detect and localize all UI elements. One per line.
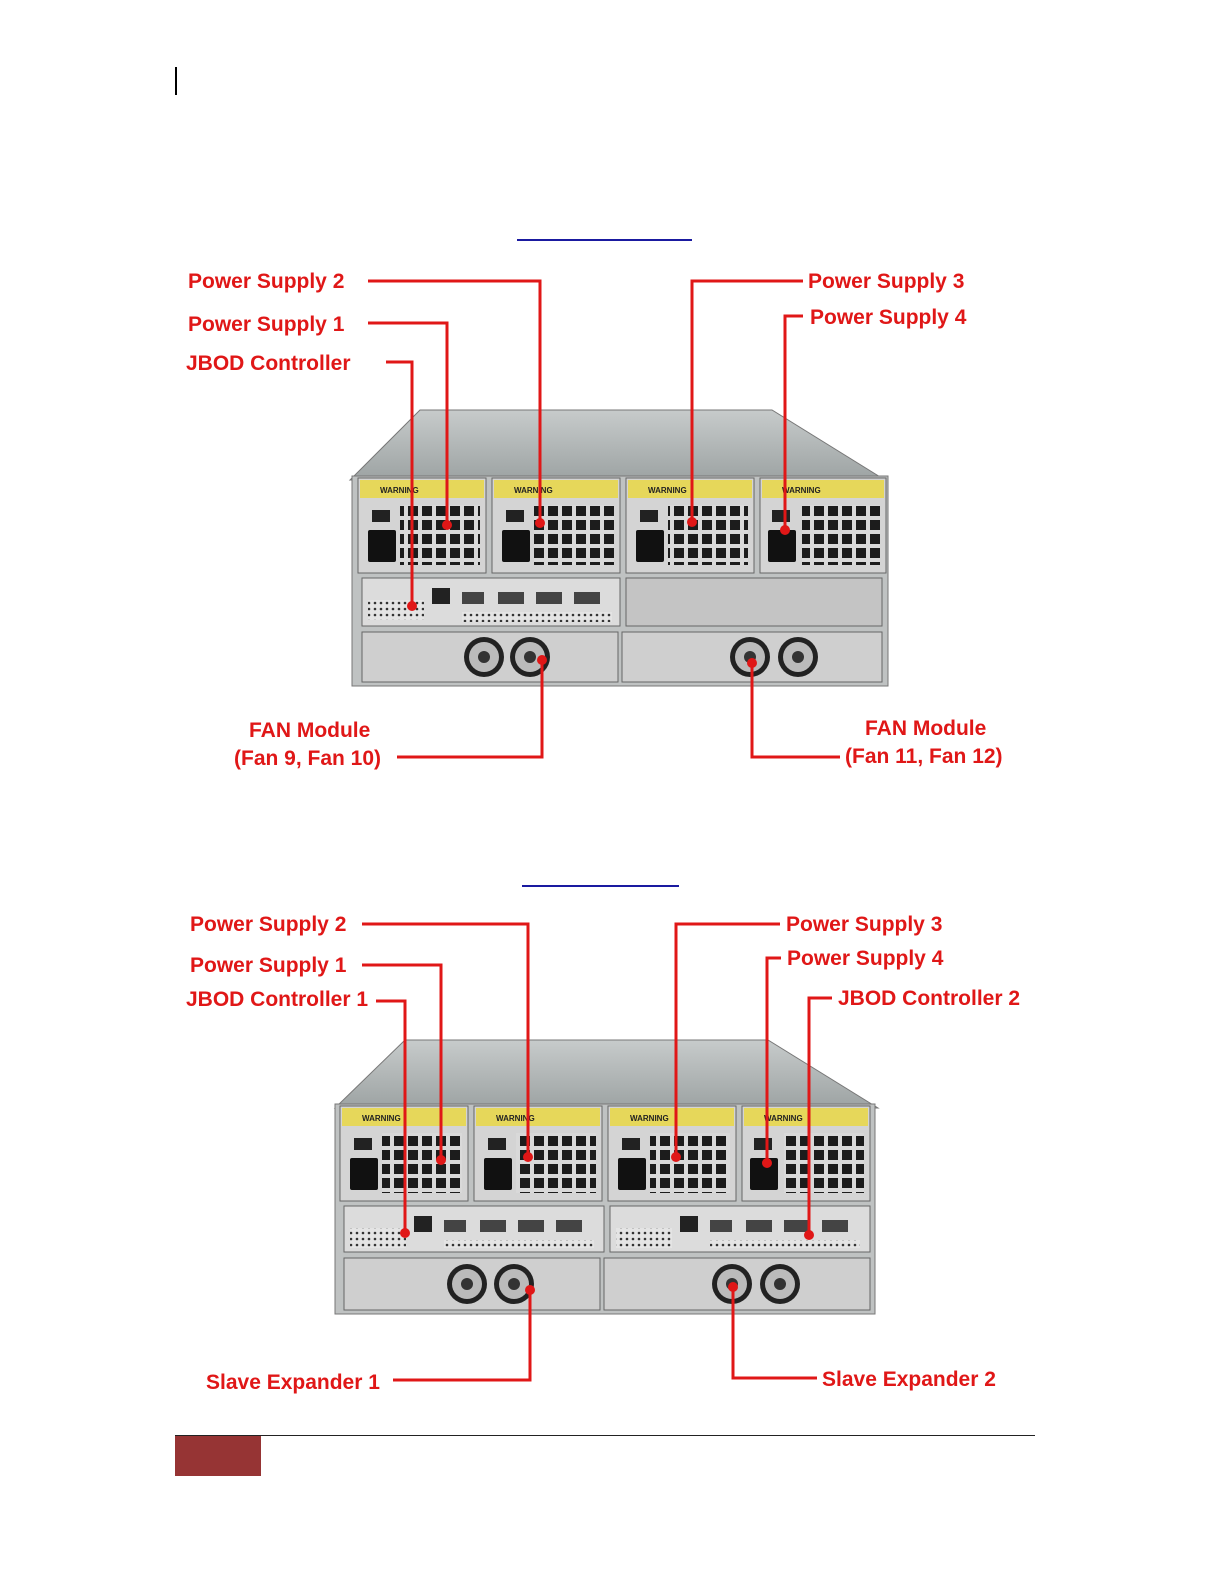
warning-label: WARNING bbox=[648, 486, 687, 495]
blank-controller-slot bbox=[625, 577, 883, 627]
label-power-supply-4: Power Supply 4 bbox=[810, 306, 967, 329]
fan-module-left bbox=[361, 631, 619, 683]
label-power-supply-4: Power Supply 4 bbox=[787, 947, 944, 970]
psu-3: WARNING bbox=[625, 477, 755, 574]
jbod-controller-1-module bbox=[343, 1205, 605, 1253]
header-rule bbox=[175, 67, 177, 95]
callout-lines bbox=[368, 279, 840, 759]
label-fan-module-left: FAN Module bbox=[249, 719, 370, 742]
label-power-supply-1: Power Supply 1 bbox=[190, 954, 347, 977]
label-power-supply-2: Power Supply 2 bbox=[188, 270, 344, 293]
label-slave-expander-1: Slave Expander 1 bbox=[206, 1371, 380, 1394]
slave-expander-1-module bbox=[343, 1257, 601, 1311]
label-power-supply-3: Power Supply 3 bbox=[808, 270, 964, 293]
psu-1: WARNING bbox=[357, 477, 487, 574]
warning-label: WARNING bbox=[496, 1114, 535, 1123]
jbod-controller-module bbox=[361, 577, 621, 627]
label-power-supply-3: Power Supply 3 bbox=[786, 913, 942, 936]
psu-3: WARNING bbox=[607, 1105, 737, 1202]
jbod-controller-2-module bbox=[609, 1205, 871, 1253]
footer-rule bbox=[175, 1435, 1035, 1436]
figure-1-rear-view: WARNING WARNING WARNING WARNING bbox=[186, 270, 1003, 770]
chassis-top bbox=[348, 409, 887, 481]
label-slave-expander-2: Slave Expander 2 bbox=[822, 1368, 996, 1391]
label-power-supply-1: Power Supply 1 bbox=[188, 313, 345, 336]
psu-4: WARNING bbox=[741, 1105, 871, 1202]
label-fan-module-right-fans: (Fan 11, Fan 12) bbox=[845, 745, 1003, 768]
psu-4: WARNING bbox=[759, 477, 887, 574]
footer-page-block bbox=[175, 1436, 261, 1476]
label-jbod-controller-1: JBOD Controller 1 bbox=[186, 988, 368, 1011]
psu-2: WARNING bbox=[491, 477, 621, 574]
chassis-top bbox=[333, 1039, 880, 1109]
callout-lines bbox=[362, 922, 832, 1382]
warning-label: WARNING bbox=[630, 1114, 669, 1123]
callout-dots bbox=[400, 1152, 814, 1295]
warning-label: WARNING bbox=[514, 486, 553, 495]
label-jbod-controller-2: JBOD Controller 2 bbox=[838, 987, 1020, 1010]
warning-label: WARNING bbox=[380, 486, 419, 495]
warning-label: WARNING bbox=[782, 486, 821, 495]
figure-2-title-rule bbox=[522, 885, 679, 887]
label-power-supply-2: Power Supply 2 bbox=[190, 913, 346, 936]
label-fan-module-left-fans: (Fan 9, Fan 10) bbox=[234, 747, 381, 770]
figure-1-title-rule bbox=[517, 239, 692, 241]
psu-2: WARNING bbox=[473, 1105, 603, 1202]
label-jbod-controller: JBOD Controller bbox=[186, 352, 351, 375]
warning-label: WARNING bbox=[764, 1114, 803, 1123]
callout-dots bbox=[407, 517, 790, 668]
figure-2-rear-view: WARNING WARNING WARNING WARNING bbox=[186, 913, 1020, 1394]
label-fan-module-right: FAN Module bbox=[865, 717, 986, 740]
warning-label: WARNING bbox=[362, 1114, 401, 1123]
